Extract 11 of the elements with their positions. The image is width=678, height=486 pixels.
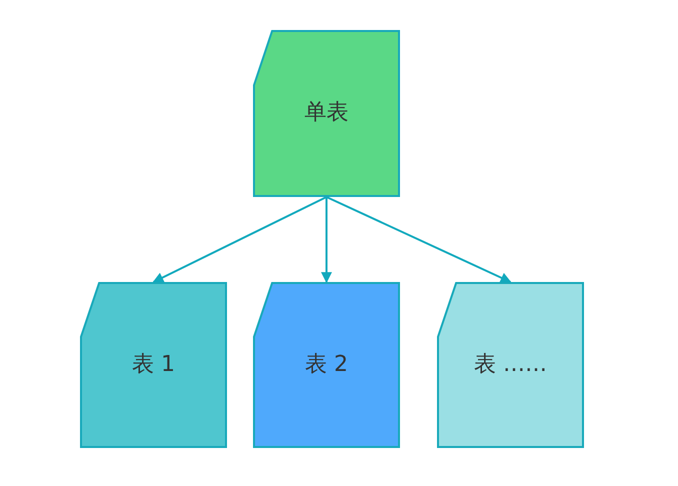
table-card [253,30,400,197]
table-card [253,282,400,448]
card-label: 表 …… [474,352,547,378]
table-card [437,282,584,448]
card-label: 表 1 [132,352,175,378]
card-label: 表 2 [305,352,348,378]
arrow [326,196,512,283]
card-label: 单表 [304,100,348,127]
table-card [80,282,227,448]
arrow [321,197,332,284]
arrow [152,196,327,283]
